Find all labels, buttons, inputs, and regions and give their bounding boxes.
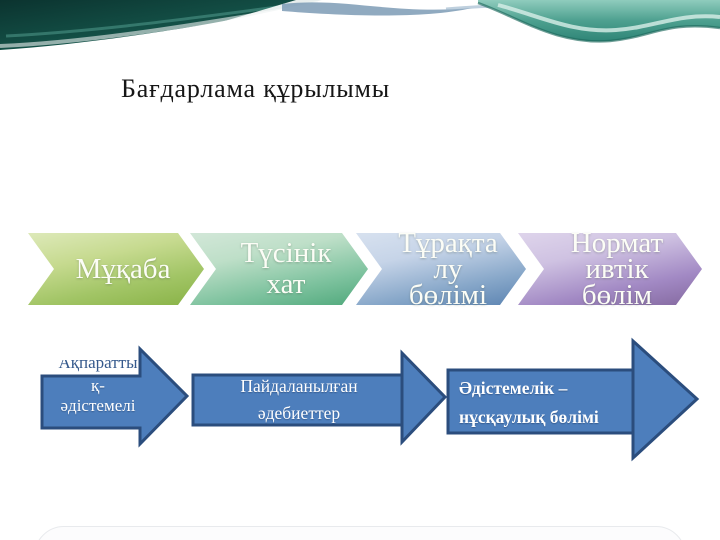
chevron-step-turaktalu-bolimi: Тұрақта лу бөлімі <box>356 227 526 311</box>
literature-arrowhead <box>400 349 448 446</box>
chevron-shape-purple <box>518 233 702 305</box>
wave-white-sweep <box>98 0 360 56</box>
chevron-step-normativtik-bolim: Нормат ивтік бөлім <box>518 227 702 311</box>
chevron-label: Тұрақта лу бөлімі <box>398 227 498 311</box>
info-method-label: қ- әдістемелі <box>60 376 136 415</box>
chevron-label: Нормат ивтік бөлім <box>570 227 664 311</box>
decorative-wave-banner <box>0 0 720 56</box>
wave-white-glint <box>0 6 297 48</box>
footer-arc-decoration <box>34 526 686 540</box>
chevron-step-tusinik-hat: Түсінік хат <box>190 233 368 305</box>
chevron-shape-teal <box>190 233 368 305</box>
wave-teal-right-blob <box>478 0 720 42</box>
wave-teal-right-highlight <box>497 3 720 33</box>
info-method-arrow-shape <box>40 345 190 448</box>
guide-box-label: Әдістемелік – нұсқаулық бөлімі <box>459 378 599 427</box>
wave-teal-right-edge <box>477 1 720 43</box>
info-method-label-line1-clipped: Ақпаратты <box>42 360 154 375</box>
chevron-label: Түсінік хат <box>240 237 332 300</box>
chevron-shape-blue <box>356 233 526 305</box>
wave-bluegrey-middle <box>282 2 472 16</box>
chevron-shape-green <box>28 233 204 305</box>
info-method-label-line1: Ақпаратты <box>58 360 138 372</box>
wave-dark-left-shape <box>0 0 322 50</box>
chevron-step-mukaba: Мұқаба <box>28 233 204 305</box>
guide-arrowhead <box>631 337 700 462</box>
slide-title: Бағдарлама құрылымы <box>121 74 391 103</box>
literature-box-label: Пайдаланылған әдебиеттер <box>240 376 358 423</box>
chevron-label: Мұқаба <box>75 252 171 285</box>
